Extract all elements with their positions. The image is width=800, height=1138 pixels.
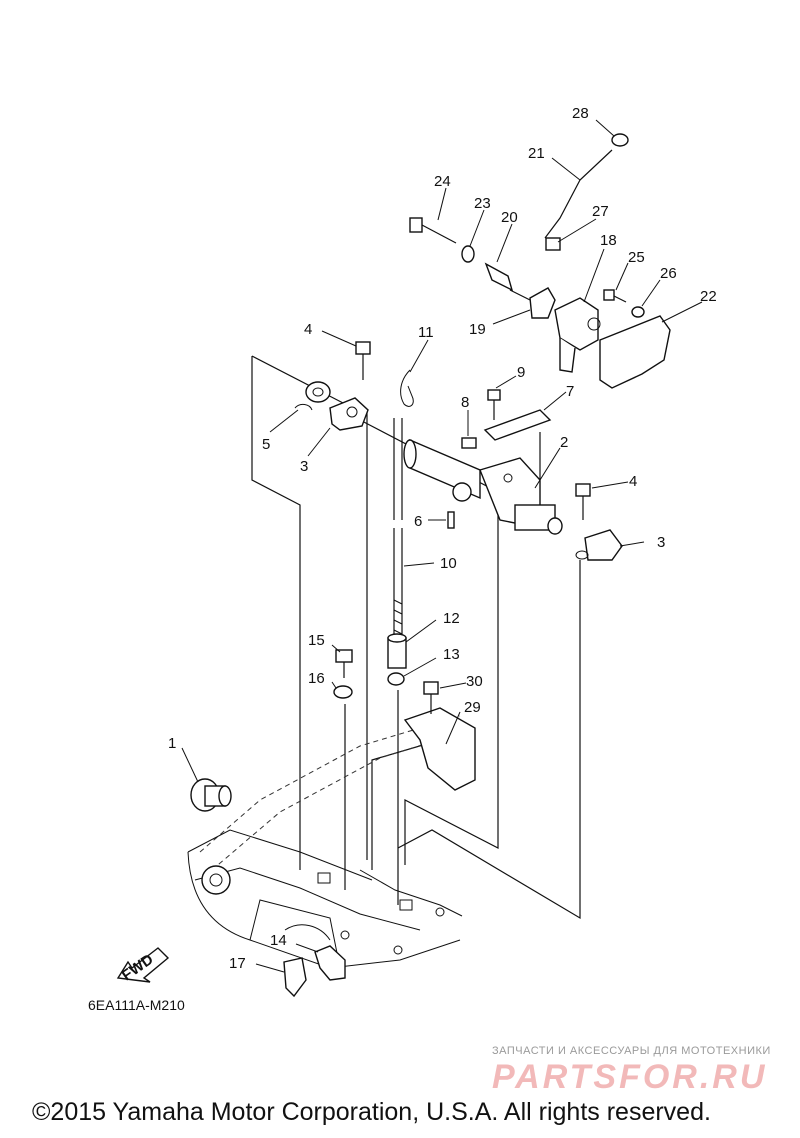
callout-labels: 1 2 3 3 4 4 5 6 7 8 9 10 11 12 13 14 15 …: [168, 105, 717, 972]
callout-29: 29: [464, 699, 481, 716]
part-bolt-24: [409, 217, 457, 244]
part-sleeve: [387, 633, 407, 669]
leader-lines: [181, 119, 703, 973]
part-clamp-upper: [329, 397, 369, 431]
callout-4-upper: 4: [304, 321, 312, 338]
callout-15: 15: [308, 632, 325, 649]
callout-20: 20: [501, 209, 518, 226]
callout-30: 30: [466, 673, 483, 690]
part-bolt-upper: [355, 341, 371, 380]
part-clamp-lower: [575, 529, 623, 561]
part-washer-26: [631, 306, 645, 318]
part-rod: [393, 418, 403, 640]
part-pin: [447, 511, 455, 529]
part-collar: [294, 381, 331, 411]
part-shift-shaft: [403, 438, 563, 535]
part-bolt-30: [423, 681, 439, 714]
callout-24: 24: [434, 173, 451, 190]
part-clip: [400, 369, 414, 407]
callout-13: 13: [443, 646, 460, 663]
copyright-text: ©2015 Yamaha Motor Corporation, U.S.A. A…: [32, 1098, 711, 1126]
part-bracket-22: [599, 315, 671, 389]
part-clamp-27: [545, 237, 561, 251]
callout-27: 27: [592, 203, 609, 220]
callout-21: 21: [528, 145, 545, 162]
part-spacer: [484, 262, 514, 292]
callout-23: 23: [474, 195, 491, 212]
part-bolt-lower: [575, 483, 591, 520]
part-washer-16: [333, 685, 353, 699]
callout-2: 2: [560, 434, 568, 451]
callout-8: 8: [461, 394, 469, 411]
part-nut-small: [387, 672, 405, 686]
callout-7: 7: [566, 383, 574, 400]
callout-18: 18: [600, 232, 617, 249]
part-bolt-15: [335, 649, 353, 678]
part-bracket-29: [403, 707, 476, 791]
callout-3-lower: 3: [657, 534, 665, 551]
callout-17: 17: [229, 955, 246, 972]
part-bracket-small: [314, 945, 346, 981]
part-screw-25: [603, 289, 627, 303]
callout-14: 14: [270, 932, 287, 949]
part-screw: [487, 389, 501, 420]
callout-26: 26: [660, 265, 677, 282]
bracket-housing: [187, 715, 471, 969]
callout-3-upper: 3: [300, 458, 308, 475]
part-plate: [483, 409, 552, 441]
fwd-arrow-icon: FWD: [116, 947, 170, 984]
callout-5: 5: [262, 436, 270, 453]
callout-16: 16: [308, 670, 325, 687]
part-washer-23: [461, 245, 475, 263]
callout-28: 28: [572, 105, 589, 122]
callout-10: 10: [440, 555, 457, 572]
watermark-logo: PARTSFOR.RU: [492, 1058, 768, 1096]
part-end-cap: [611, 133, 629, 147]
callout-4-lower: 4: [629, 473, 637, 490]
watermark-tagline: ЗАПЧАСТИ И АКСЕССУАРЫ ДЛЯ МОТОТЕХНИКИ: [492, 1045, 771, 1057]
callout-25: 25: [628, 249, 645, 266]
reference-lines: [251, 289, 581, 920]
part-nut: [461, 437, 477, 449]
part-clip-17: [283, 957, 307, 998]
callout-11: 11: [418, 324, 434, 341]
callout-1: 1: [168, 735, 176, 752]
part-lever: [554, 297, 601, 373]
diagram-code: 6EA111A-M210: [88, 997, 185, 1013]
part-grommet: [190, 778, 232, 812]
callout-12: 12: [443, 610, 460, 627]
callout-22: 22: [700, 288, 717, 305]
callout-6: 6: [414, 513, 422, 530]
part-link: [529, 287, 556, 319]
callout-19: 19: [469, 321, 486, 338]
part-throttle-rod: [544, 149, 613, 239]
callout-9: 9: [517, 364, 525, 381]
